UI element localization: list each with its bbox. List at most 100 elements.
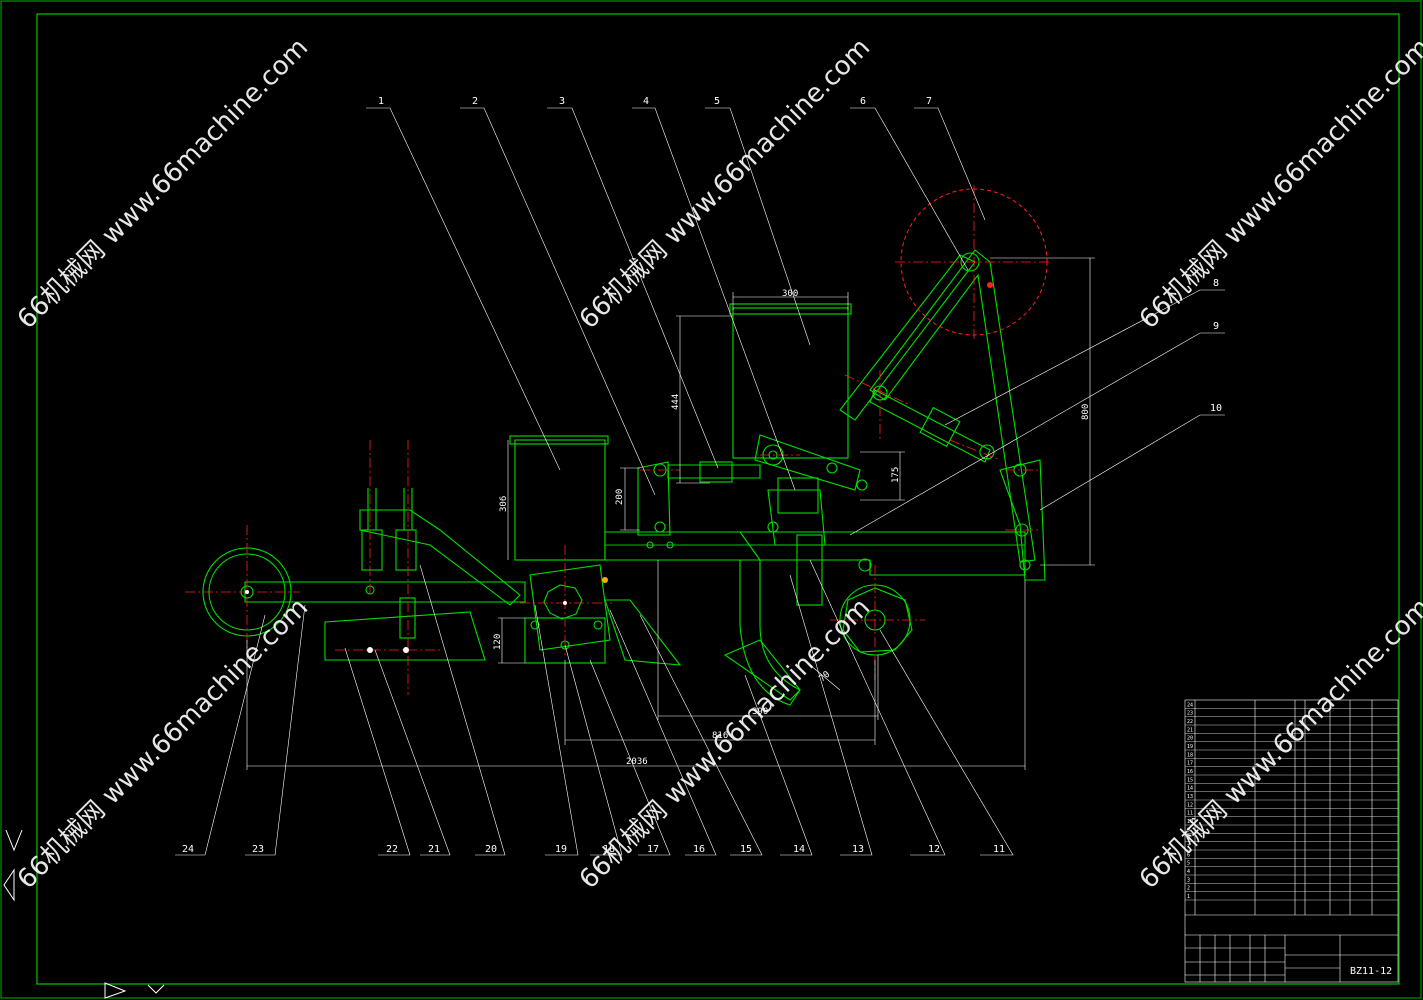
orange-marker — [602, 577, 608, 583]
upper-link — [869, 389, 991, 463]
arrow-left-icon — [5, 829, 23, 852]
fertilizer-hopper — [514, 439, 606, 561]
callout-2: 2 — [472, 96, 478, 107]
title-block-row-number: 14 — [1187, 786, 1193, 792]
callout-24: 24 — [182, 844, 194, 855]
dim-444: 444 — [671, 394, 681, 410]
watermark-6: 66机械网 www.66machine.com — [1134, 593, 1423, 895]
title-block-row-number: 8 — [1187, 836, 1190, 842]
link-arm-4 — [754, 434, 861, 491]
title-block-row-number: 10 — [1187, 819, 1193, 825]
callout-11: 11 — [993, 844, 1005, 855]
title-block-row-number: 24 — [1187, 702, 1193, 708]
spring-right — [395, 529, 417, 571]
callout-3: 3 — [559, 96, 565, 107]
title-block-row-number: 13 — [1187, 794, 1193, 800]
main-frame-beam — [604, 531, 1026, 576]
hex-roller — [543, 584, 583, 620]
metering-housing — [529, 564, 611, 651]
watermark-3: 66机械网 www.66machine.com — [1134, 33, 1423, 335]
title-block-row-number: 15 — [1187, 777, 1193, 783]
callout-14: 14 — [793, 844, 805, 855]
title-block — [1184, 699, 1399, 983]
dim-200: 200 — [615, 489, 625, 505]
title-block-row-number: 23 — [1187, 711, 1193, 717]
coulter-16 — [604, 599, 682, 666]
clamp-9 — [777, 477, 819, 514]
callout-15: 15 — [740, 844, 752, 855]
upper-brace — [839, 254, 976, 421]
dim-2036: 2036 — [626, 757, 648, 767]
title-block-row-number: 17 — [1187, 761, 1193, 767]
spring-left — [361, 529, 383, 571]
callout-4: 4 — [643, 96, 649, 107]
title-block-row-number: 4 — [1187, 869, 1190, 875]
callout-8: 8 — [1213, 278, 1219, 289]
title-block-row-number: 18 — [1187, 752, 1193, 758]
bolt-markers — [245, 590, 567, 653]
adjuster — [699, 461, 733, 483]
dimension-lines — [246, 257, 1095, 770]
skid-22 — [324, 611, 486, 661]
callout-9: 9 — [1213, 321, 1219, 332]
bracket-9 — [767, 489, 826, 546]
callout-7: 7 — [926, 96, 932, 107]
title-block-row-number: 19 — [1187, 744, 1193, 750]
title-block-row-number: 7 — [1187, 844, 1190, 850]
top-link-frame — [869, 249, 1036, 563]
hitch-plate — [999, 459, 1046, 581]
furrow-opener-14 — [739, 559, 801, 706]
callout-20: 20 — [485, 844, 497, 855]
callout-23: 23 — [252, 844, 264, 855]
arrow-bottom-2-icon — [147, 984, 165, 994]
callout-12: 12 — [928, 844, 940, 855]
watermark-5: 66机械网 www.66machine.com — [574, 593, 876, 895]
title-block-row-number: 9 — [1187, 827, 1190, 833]
watermark-1: 66机械网 www.66machine.com — [12, 33, 314, 335]
spring-arm-20 — [359, 509, 521, 606]
seed-hopper — [732, 307, 849, 459]
title-block-row-number: 21 — [1187, 727, 1193, 733]
shank — [796, 534, 823, 606]
title-block-row-number: 3 — [1187, 877, 1190, 883]
dim-175: 175 — [891, 467, 901, 483]
title-block-row-number: 5 — [1187, 861, 1190, 867]
title-block-row-number: 2 — [1187, 886, 1190, 892]
callout-22: 22 — [386, 844, 398, 855]
watermarks: 66机械网 www.66machine.com 66机械网 www.66mach… — [12, 33, 1423, 895]
arrow-bottom-icon — [104, 982, 127, 999]
inner-frame — [36, 13, 1400, 985]
watermark-2: 66机械网 www.66machine.com — [574, 33, 876, 335]
title-block-row-number: 1 — [1187, 894, 1190, 900]
title-block-row-number: 20 — [1187, 736, 1193, 742]
red-marker — [987, 282, 993, 288]
dim-300: 300 — [782, 289, 798, 299]
callout-10: 10 — [1210, 403, 1222, 414]
callout-18: 18 — [603, 844, 615, 855]
callout-5: 5 — [714, 96, 720, 107]
dim-390: 390 — [752, 707, 768, 717]
center-lines — [185, 185, 1050, 695]
drive-link — [667, 464, 761, 479]
dim-800: 800 — [1081, 404, 1091, 420]
title-block-row-number: 11 — [1187, 811, 1193, 817]
tongue-arm-23 — [244, 581, 526, 603]
callout-6: 6 — [860, 96, 866, 107]
opener-shoe — [723, 639, 801, 701]
arrow-left-lower-icon — [3, 868, 15, 902]
dim-306: 306 — [499, 496, 509, 512]
title-block-row-number: 16 — [1187, 769, 1193, 775]
leader-lines — [175, 107, 1225, 856]
dim-816: 816 — [712, 731, 728, 741]
title-block-row-number: 6 — [1187, 852, 1190, 858]
drawing-code: BZ11-12 — [1350, 966, 1392, 977]
turnbuckle-8 — [919, 406, 961, 448]
dim-120: 120 — [493, 634, 503, 650]
callout-17: 17 — [647, 844, 659, 855]
callout-16: 16 — [693, 844, 705, 855]
dim-70: 70 — [818, 670, 833, 685]
title-block-row-number: 22 — [1187, 719, 1193, 725]
